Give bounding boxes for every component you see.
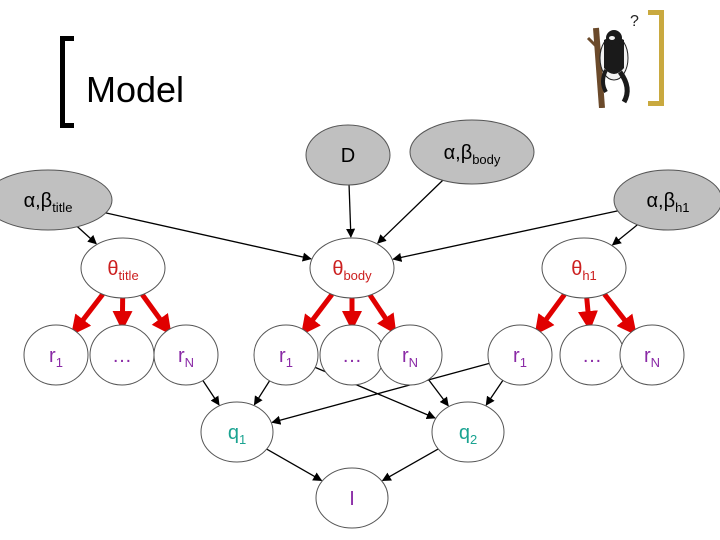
node-alpha-beta-h1: α,βh1: [613, 169, 720, 231]
edge-rN-body-to-q2: [427, 379, 449, 407]
svg-text:?: ?: [630, 13, 639, 30]
node-rn-body: rN: [377, 324, 443, 386]
node-r1-title-ellipse: [23, 324, 89, 386]
node-q2: q2: [431, 401, 505, 463]
node-rn-body-label: rN: [402, 345, 418, 370]
node-theta-title: θtitle: [80, 237, 166, 299]
node-rn-h1-label: rN: [644, 345, 660, 370]
node-alpha-beta-body-label: α,βbody: [444, 142, 501, 167]
node-r1-h1-label: r1: [513, 345, 527, 370]
edge-D-to-theta-body: [346, 184, 356, 238]
edge-alpha-beta-title-to-theta-title: [76, 226, 97, 245]
node-alpha-beta-title-label: α,βtitle: [24, 190, 73, 215]
node-q2-label: q2: [459, 422, 477, 447]
node-q1: q1: [200, 401, 274, 463]
node-dots-h1-label: …: [582, 345, 602, 367]
node-rn-title-ellipse: [153, 324, 219, 386]
node-r1-title: r1: [23, 324, 89, 386]
edge-r1-h1-to-q1: [271, 362, 490, 425]
edge-theta-h1-to-rN-h1: [602, 292, 637, 336]
node-q1-label: q1: [228, 422, 246, 447]
edge-theta-title-to-r1-title: [71, 292, 105, 336]
node-alpha-beta-title-ellipse: [0, 169, 113, 231]
node-rn-title: rN: [153, 324, 219, 386]
edge-theta-title-to-rN-title: [140, 293, 172, 336]
node-r1-title-label: r1: [49, 345, 63, 370]
edge-q1-to-I: [266, 448, 323, 482]
edge-alpha-beta-body-to-theta-body: [377, 179, 444, 244]
node-r1-h1-ellipse: [487, 324, 553, 386]
node-rn-body-ellipse: [377, 324, 443, 386]
node-i-label: I: [349, 488, 355, 510]
node-r1-body: r1: [253, 324, 319, 386]
node-rn-h1: rN: [619, 324, 685, 386]
lemur-icon: ?: [586, 13, 639, 108]
node-r1-body-ellipse: [253, 324, 319, 386]
node-dots-title: …: [89, 324, 155, 386]
edge-theta-h1-to-dots-h1: [578, 297, 598, 332]
edge-alpha-beta-h1-to-theta-h1: [611, 224, 638, 246]
edge-theta-h1-to-r1-h1: [534, 293, 567, 336]
node-alpha-beta-h1-label: α,βh1: [646, 190, 689, 215]
node-d-ellipse: [305, 124, 391, 186]
edge-r1-body-to-q1: [253, 380, 271, 406]
page-title: Model: [86, 69, 185, 110]
node-rn-h1-ellipse: [619, 324, 685, 386]
node-theta-title-ellipse: [80, 237, 166, 299]
node-i-ellipse: [315, 467, 389, 529]
edge-alpha-beta-title-to-theta-body: [105, 212, 312, 262]
node-dots-body-label: …: [342, 345, 362, 367]
node-theta-h1-label: θh1: [571, 258, 597, 283]
edge-theta-body-to-rN-body: [367, 293, 397, 335]
node-theta-body-ellipse: [309, 237, 395, 299]
left-bracket: [60, 36, 74, 128]
node-q1-ellipse: [200, 401, 274, 463]
node-theta-h1: θh1: [541, 237, 627, 299]
node-alpha-beta-body: α,βbody: [409, 119, 535, 185]
node-alpha-beta-title: α,βtitle: [0, 169, 113, 231]
edge-r1-h1-to-q2: [485, 379, 504, 406]
node-r1-h1: r1: [487, 324, 553, 386]
edge-alpha-beta-h1-to-theta-body: [392, 210, 618, 262]
node-theta-body: θbody: [309, 237, 395, 299]
node-d: D: [305, 124, 391, 186]
node-alpha-beta-h1-ellipse: [613, 169, 720, 231]
edge-q2-to-I: [381, 448, 439, 482]
node-q2-ellipse: [431, 401, 505, 463]
node-theta-body-label: θbody: [332, 258, 372, 283]
node-i: I: [315, 467, 389, 529]
node-dots-title-label: …: [112, 345, 132, 367]
node-d-label: D: [341, 145, 355, 167]
node-alpha-beta-body-ellipse: [409, 119, 535, 185]
node-theta-title-label: θtitle: [107, 258, 138, 283]
edge-rN-title-to-q1: [202, 380, 220, 406]
node-dots-h1: …: [559, 324, 625, 386]
edges: [71, 179, 638, 482]
node-r1-body-label: r1: [279, 345, 293, 370]
node-theta-h1-ellipse: [541, 237, 627, 299]
node-rn-title-label: rN: [178, 345, 194, 370]
edge-theta-body-to-r1-body: [300, 292, 334, 336]
node-dots-body: …: [319, 324, 385, 386]
right-bracket: [648, 10, 664, 106]
